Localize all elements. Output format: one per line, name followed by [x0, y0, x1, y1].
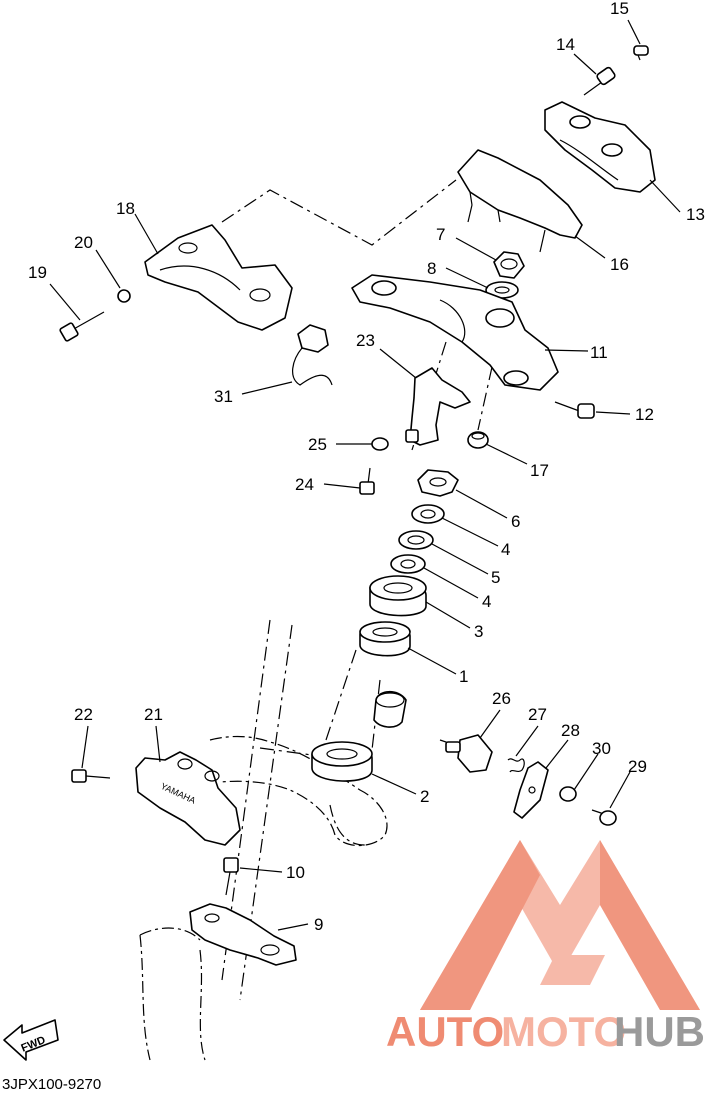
callout-23: 23 [356, 331, 375, 350]
part-20-washer [117, 289, 131, 303]
callout-17: 17 [530, 461, 549, 480]
callout-4-lower: 4 [482, 592, 491, 611]
callout-21: 21 [144, 705, 163, 724]
callout-29: 29 [628, 757, 647, 776]
fwd-arrow-icon [3, 1019, 59, 1061]
callout-28: 28 [561, 721, 580, 740]
part-1-bearing [359, 621, 411, 657]
part-6-lock-washer [417, 469, 459, 497]
part-25-nut [371, 437, 389, 451]
steering-sleeve [373, 690, 407, 728]
callout-11: 11 [590, 343, 608, 362]
part-4-ring-nut-lower [390, 554, 426, 574]
callout-labels: 15 14 13 16 7 8 18 20 19 11 23 12 31 25 … [28, 0, 705, 934]
part-16-upper-holder [457, 149, 583, 253]
part-19-bolt [59, 311, 105, 342]
callout-3: 3 [474, 622, 483, 641]
frame-head-outline [139, 735, 388, 1061]
part-23-guide-bracket [405, 367, 471, 446]
part-28-plate [513, 761, 549, 819]
watermark-logo [420, 840, 700, 1010]
part-4-ring-nut-upper [411, 504, 445, 524]
callout-14: 14 [556, 35, 575, 54]
part-2-lower-bearing [311, 741, 373, 782]
callout-24: 24 [295, 475, 314, 494]
callout-16: 16 [610, 255, 629, 274]
leader-lines [49, 19, 681, 931]
part-3-dust-seal [369, 575, 427, 617]
callout-27: 27 [528, 705, 547, 724]
part-29-screw [591, 809, 617, 826]
part-10-bolt [223, 857, 239, 896]
part-17-collar [467, 431, 489, 449]
callout-9: 9 [314, 915, 323, 934]
diagram-reference-code: 3JPX100-9270 [2, 1076, 102, 1093]
callout-15: 15 [610, 0, 629, 18]
part-13-handlebar-holder [544, 101, 656, 193]
callout-25: 25 [308, 435, 327, 454]
part-31-clip [292, 324, 333, 386]
part-9-lower-clamp [189, 903, 297, 966]
part-18-bracket [144, 224, 293, 331]
part-21-bracket [135, 751, 241, 846]
part-24-bolt [359, 467, 375, 495]
watermark-word-moto: MOTO [501, 1008, 626, 1055]
callout-26: 26 [492, 689, 511, 708]
callout-13: 13 [686, 205, 705, 224]
part-27-spring [507, 758, 525, 773]
part-5-washer [398, 530, 434, 550]
callout-19: 19 [28, 263, 47, 282]
callout-5: 5 [491, 568, 500, 587]
callout-20: 20 [74, 233, 93, 252]
watermark-word-auto: AUTO [386, 1008, 504, 1055]
part-22-bolt [71, 769, 111, 783]
callout-4-upper: 4 [501, 540, 510, 559]
callout-8: 8 [427, 259, 436, 278]
callout-12: 12 [635, 405, 654, 424]
part-11-triple-clamp [351, 274, 559, 391]
callout-18: 18 [116, 199, 135, 218]
callout-1: 1 [459, 667, 468, 686]
callout-22: 22 [74, 705, 93, 724]
part-15-bolt [633, 45, 649, 61]
callout-31: 31 [214, 387, 233, 406]
part-14-bolt [583, 66, 616, 96]
callout-6: 6 [511, 512, 520, 531]
callout-30: 30 [592, 739, 611, 758]
part-26-switch [445, 734, 493, 773]
part-30-washer [559, 786, 577, 802]
part-12-bolt [554, 401, 595, 419]
callout-7: 7 [436, 225, 445, 244]
callout-10: 10 [286, 863, 305, 882]
watermark-word-hub: HUB [614, 1008, 705, 1055]
part-7-nut [493, 251, 525, 279]
callout-2: 2 [420, 787, 429, 806]
